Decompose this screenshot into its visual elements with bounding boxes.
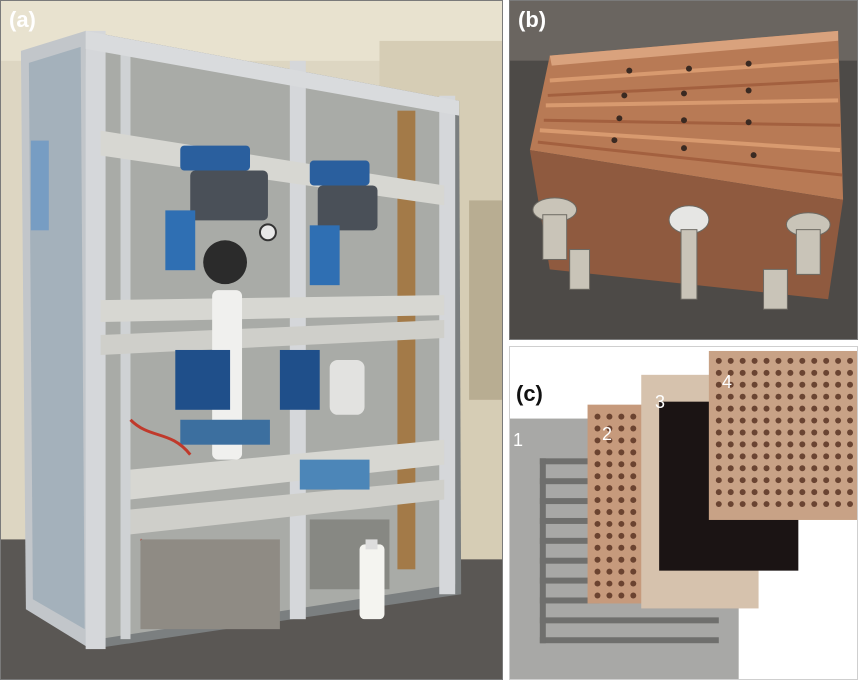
sample-number-1: 1 bbox=[513, 430, 524, 450]
sample-number-4: 4 bbox=[722, 372, 733, 392]
panel-label-b: (b) bbox=[518, 7, 547, 32]
sample-number-2: 2 bbox=[602, 424, 613, 444]
sample-number-3: 3 bbox=[655, 392, 666, 412]
test-rig-photo bbox=[1, 1, 502, 679]
photo-panel-c: (c) 1 2 3 4 bbox=[509, 346, 858, 680]
panel-label-c: (c) bbox=[516, 381, 543, 406]
sample-plates-photo bbox=[510, 347, 857, 679]
panel-label-a: (a) bbox=[9, 7, 36, 32]
photo-panel-a: (a) bbox=[0, 0, 503, 680]
copper-plate-photo bbox=[510, 1, 857, 339]
photo-panel-b: (b) bbox=[509, 0, 858, 340]
